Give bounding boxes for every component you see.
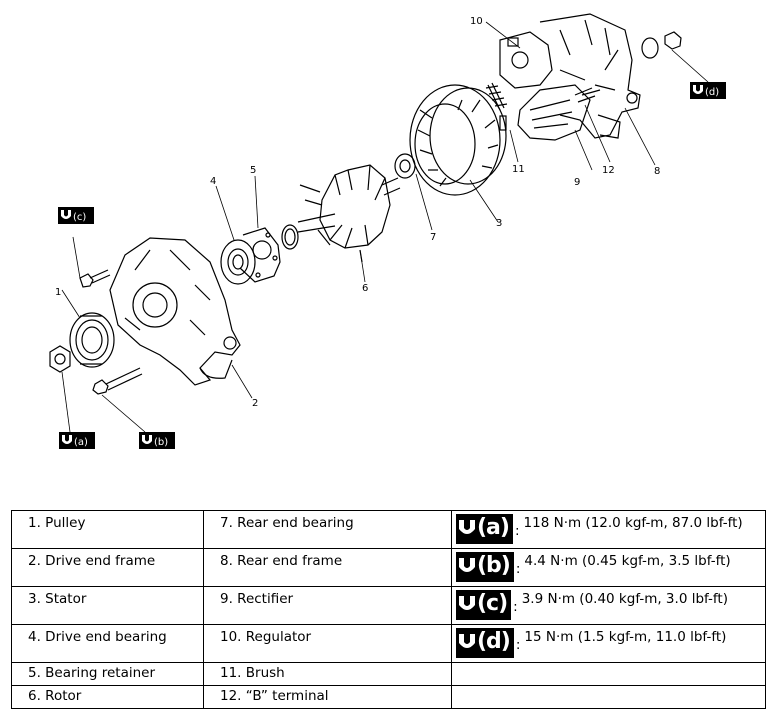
bearing-retainer-part <box>239 227 281 283</box>
b-terminal-part <box>581 31 682 96</box>
torque-tag-b: (b) <box>139 432 175 449</box>
callout-2: 2 <box>252 398 258 409</box>
legend-item-9: 9. Rectifier <box>220 591 294 607</box>
callout-8: 8 <box>654 166 660 177</box>
drive-end-bearing-part <box>220 239 256 285</box>
torque-tag-d: (d) <box>690 82 726 99</box>
legend-row: 2. Drive end frame 8. Rear end frame (b)… <box>11 548 766 587</box>
through-bolt-part <box>92 367 143 395</box>
wrench-icon <box>459 596 475 610</box>
svg-text:(a): (a) <box>74 437 88 448</box>
svg-text:(b): (b) <box>154 437 168 448</box>
svg-text:(c): (c) <box>73 212 86 223</box>
pulley-nut-part <box>49 345 71 373</box>
parts-legend-table: 1. Pulley 7. Rear end bearing (a):118 N·… <box>11 510 766 709</box>
regulator-part <box>499 31 553 89</box>
legend-item-12: 12. “B” terminal <box>220 688 329 704</box>
legend-item-1: 1. Pulley <box>28 515 86 531</box>
legend-item-8: 8. Rear end frame <box>220 553 343 569</box>
empty-cell <box>451 685 766 709</box>
rear-end-frame-part <box>539 13 641 139</box>
small-bolt-part <box>79 269 111 288</box>
callout-3: 3 <box>496 218 502 229</box>
legend-item-11: 11. Brush <box>220 665 285 681</box>
torque-badge-d: (d) <box>456 628 514 658</box>
torque-tag-c: (c) <box>58 207 94 224</box>
callout-11: 11 <box>512 164 525 175</box>
stator-part <box>409 84 507 196</box>
legend-item-7: 7. Rear end bearing <box>220 515 354 531</box>
callout-9: 9 <box>574 177 580 188</box>
spacer-ring-part <box>281 224 299 250</box>
legend-row: 4. Drive end bearing 10. Regulator (d):1… <box>11 624 766 663</box>
wrench-icon <box>459 520 475 534</box>
callout-7: 7 <box>430 232 436 243</box>
drive-end-frame-part <box>109 237 241 386</box>
torque-tag-a: (a) <box>59 432 95 449</box>
torque-badge-b: (b) <box>456 552 514 582</box>
torque-spec-c: 3.9 N·m (0.40 kgf-m, 3.0 lbf-ft) <box>521 591 728 607</box>
brush-part <box>485 82 508 131</box>
torque-spec-a: 118 N·m (12.0 kgf-m, 87.0 lbf-ft) <box>523 515 743 531</box>
legend-item-6: 6. Rotor <box>28 688 82 704</box>
legend-item-5: 5. Bearing retainer <box>28 665 156 681</box>
legend-row: 6. Rotor 12. “B” terminal <box>11 685 766 709</box>
callout-10: 10 <box>470 16 483 27</box>
pulley-part <box>69 312 115 368</box>
torque-badge-a: (a) <box>456 514 513 544</box>
torque-badge-c: (c) <box>456 590 512 620</box>
rotor-part <box>297 164 401 263</box>
torque-spec-b: 4.4 N·m (0.45 kgf-m, 3.5 lbf-ft) <box>524 553 731 569</box>
wrench-icon <box>459 558 475 572</box>
torque-spec-d: 15 N·m (1.5 kgf-m, 11.0 lbf-ft) <box>524 629 727 645</box>
callout-5: 5 <box>250 165 256 176</box>
legend-item-10: 10. Regulator <box>220 629 312 645</box>
legend-row: 1. Pulley 7. Rear end bearing (a):118 N·… <box>11 510 766 549</box>
alternator-exploded-diagram: 1 2 3 4 5 6 7 8 9 10 11 12 (c) (a) (b) (… <box>49 13 726 449</box>
rectifier-part <box>517 84 596 141</box>
legend-item-2: 2. Drive end frame <box>28 553 156 569</box>
callout-1: 1 <box>55 287 61 298</box>
svg-text:(d): (d) <box>705 87 719 98</box>
wrench-icon <box>459 634 475 648</box>
empty-cell <box>451 662 766 686</box>
legend-item-4: 4. Drive end bearing <box>28 629 167 645</box>
callout-6: 6 <box>362 283 368 294</box>
callout-4: 4 <box>210 176 216 187</box>
callout-12: 12 <box>602 165 615 176</box>
legend-item-3: 3. Stator <box>28 591 87 607</box>
legend-row: 3. Stator 9. Rectifier (c):3.9 N·m (0.40… <box>11 586 766 625</box>
legend-row: 5. Bearing retainer 11. Brush <box>11 662 766 686</box>
